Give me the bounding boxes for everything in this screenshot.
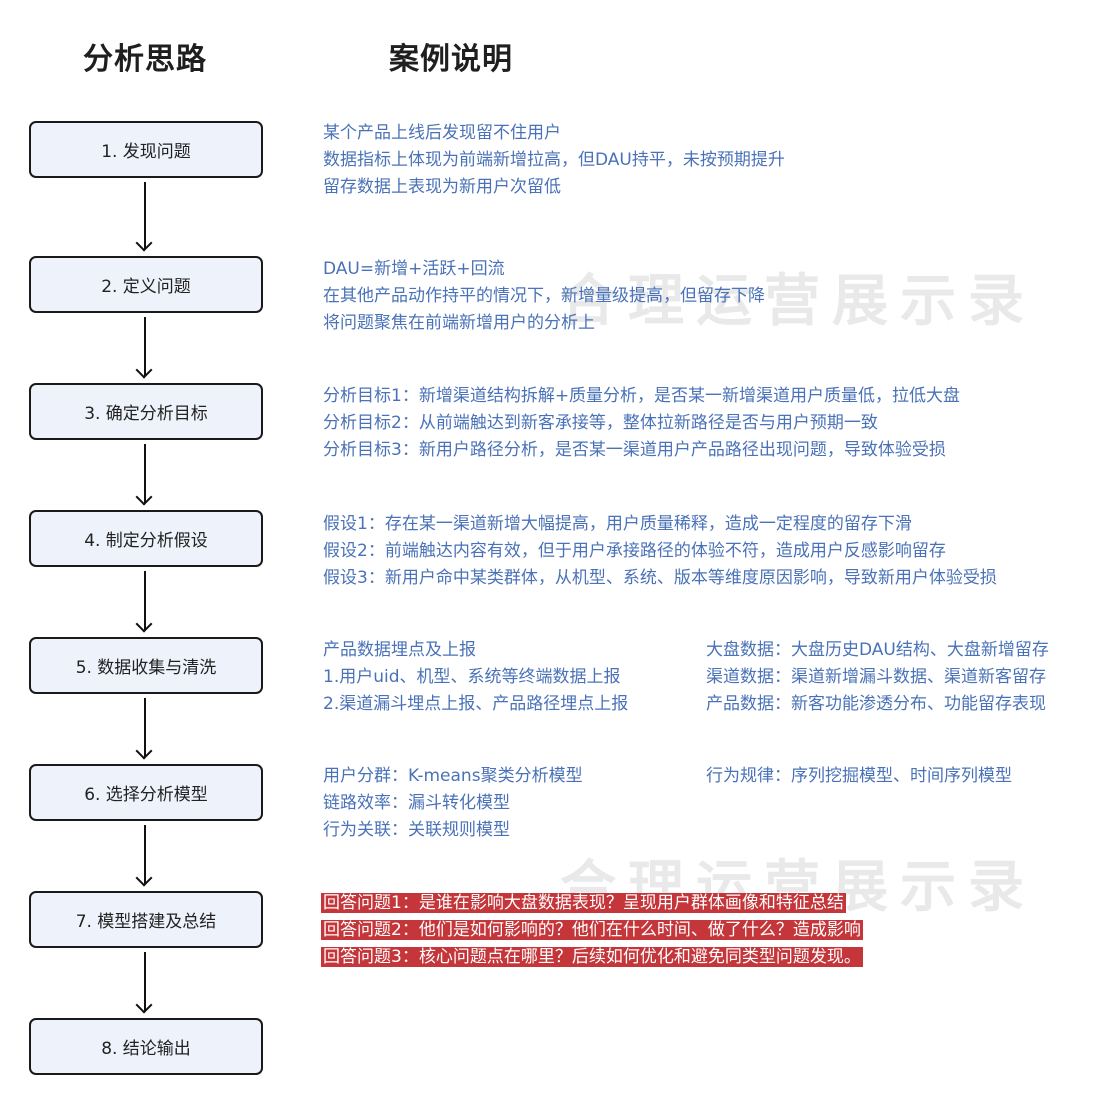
arrow-down-icon: [144, 444, 146, 503]
desc-line: 渠道数据：渠道新增漏斗数据、渠道新客留存: [706, 667, 1046, 688]
desc-line: 1.用户uid、机型、系统等终端数据上报: [323, 667, 621, 688]
step-label: 1. 发现问题: [101, 142, 191, 162]
desc-line: 产品数据埋点及上报: [323, 640, 476, 660]
highlighted-desc-line: 回答问题2：他们是如何影响的？他们在什么时间、做了什么？造成影响: [321, 920, 863, 940]
step-1-description: 某个产品上线后发现留不住用户 数据指标上体现为前端新增拉高，但DAU持平，未按预…: [323, 120, 785, 202]
heading-case-description: 案例说明: [389, 42, 513, 77]
step-label: 4. 制定分析假设: [84, 531, 208, 551]
desc-line: 将问题聚焦在前端新增用户的分析上: [323, 313, 595, 334]
desc-line: 留存数据上表现为新用户次留低: [323, 177, 561, 198]
step-5-description-right: 大盘数据：大盘历史DAU结构、大盘新增留存 渠道数据：渠道新增漏斗数据、渠道新客…: [706, 637, 1049, 719]
desc-line: 链路效率：漏斗转化模型: [323, 793, 510, 814]
desc-line: 2.渠道漏斗埋点上报、产品路径埋点上报: [323, 694, 629, 715]
step-6-description: 用户分群：K-means聚类分析模型 链路效率：漏斗转化模型 行为关联：关联规则…: [323, 763, 583, 845]
desc-line: 假设3：新用户命中某类群体，从机型、系统、版本等维度原因影响，导致新用户体验受损: [323, 568, 997, 589]
arrow-down-icon: [144, 825, 146, 884]
step-box-3: 3. 确定分析目标: [29, 383, 263, 440]
step-label: 3. 确定分析目标: [84, 404, 208, 424]
desc-line: 用户分群：K-means聚类分析模型: [323, 766, 583, 786]
step-box-6: 6. 选择分析模型: [29, 764, 263, 821]
desc-line: 行为关联：关联规则模型: [323, 820, 510, 841]
step-6-description-right: 行为规律：序列挖掘模型、时间序列模型: [706, 763, 1012, 790]
heading-analysis-approach: 分析思路: [83, 42, 207, 77]
step-label: 6. 选择分析模型: [84, 785, 208, 805]
step-box-4: 4. 制定分析假设: [29, 510, 263, 567]
step-7-description: 回答问题1：是谁在影响大盘数据表现？呈现用户群体画像和特征总结 回答问题2：他们…: [321, 890, 863, 971]
desc-line: 行为规律：序列挖掘模型、时间序列模型: [706, 766, 1012, 786]
desc-line: DAU=新增+活跃+回流: [323, 259, 505, 279]
step-box-5: 5. 数据收集与清洗: [29, 637, 263, 694]
step-label: 2. 定义问题: [101, 277, 191, 297]
step-label: 5. 数据收集与清洗: [75, 658, 217, 678]
watermark: 合理运营展示录: [560, 269, 1036, 334]
desc-line: 假设1：存在某一渠道新增大幅提高，用户质量稀释，造成一定程度的留存下滑: [323, 514, 912, 534]
step-box-2: 2. 定义问题: [29, 256, 263, 313]
desc-line: 分析目标1：新增渠道结构拆解+质量分析，是否某一新增渠道用户质量低，拉低大盘: [323, 386, 961, 406]
step-box-8: 8. 结论输出: [29, 1018, 263, 1075]
arrow-down-icon: [144, 182, 146, 249]
step-5-description: 产品数据埋点及上报 1.用户uid、机型、系统等终端数据上报 2.渠道漏斗埋点上…: [323, 637, 628, 719]
arrow-down-icon: [144, 698, 146, 757]
arrow-down-icon: [144, 317, 146, 376]
desc-line: 在其他产品动作持平的情况下，新增量级提高，但留存下降: [323, 286, 765, 307]
highlighted-desc-line: 回答问题1：是谁在影响大盘数据表现？呈现用户群体画像和特征总结: [321, 893, 846, 913]
step-2-description: DAU=新增+活跃+回流 在其他产品动作持平的情况下，新增量级提高，但留存下降 …: [323, 256, 765, 338]
step-box-7: 7. 模型搭建及总结: [29, 891, 263, 948]
desc-line: 分析目标2：从前端触达到新客承接等，整体拉新路径是否与用户预期一致: [323, 413, 878, 434]
desc-line: 假设2：前端触达内容有效，但于用户承接路径的体验不符，造成用户反感影响留存: [323, 541, 946, 562]
desc-line: 分析目标3：新用户路径分析，是否某一渠道用户产品路径出现问题，导致体验受损: [323, 440, 946, 461]
step-label: 7. 模型搭建及总结: [75, 912, 217, 932]
desc-line: 某个产品上线后发现留不住用户: [323, 123, 561, 143]
step-label: 8. 结论输出: [101, 1039, 191, 1059]
highlighted-desc-line: 回答问题3：核心问题点在哪里？后续如何优化和避免同类型问题发现。: [321, 947, 863, 967]
arrow-down-icon: [144, 571, 146, 630]
desc-line: 数据指标上体现为前端新增拉高，但DAU持平，未按预期提升: [323, 150, 785, 171]
desc-line: 大盘数据：大盘历史DAU结构、大盘新增留存: [706, 640, 1049, 660]
step-4-description: 假设1：存在某一渠道新增大幅提高，用户质量稀释，造成一定程度的留存下滑 假设2：…: [323, 511, 997, 593]
step-3-description: 分析目标1：新增渠道结构拆解+质量分析，是否某一新增渠道用户质量低，拉低大盘 分…: [323, 383, 960, 465]
desc-line: 产品数据：新客功能渗透分布、功能留存表现: [706, 694, 1046, 715]
step-box-1: 1. 发现问题: [29, 121, 263, 178]
arrow-down-icon: [144, 952, 146, 1011]
